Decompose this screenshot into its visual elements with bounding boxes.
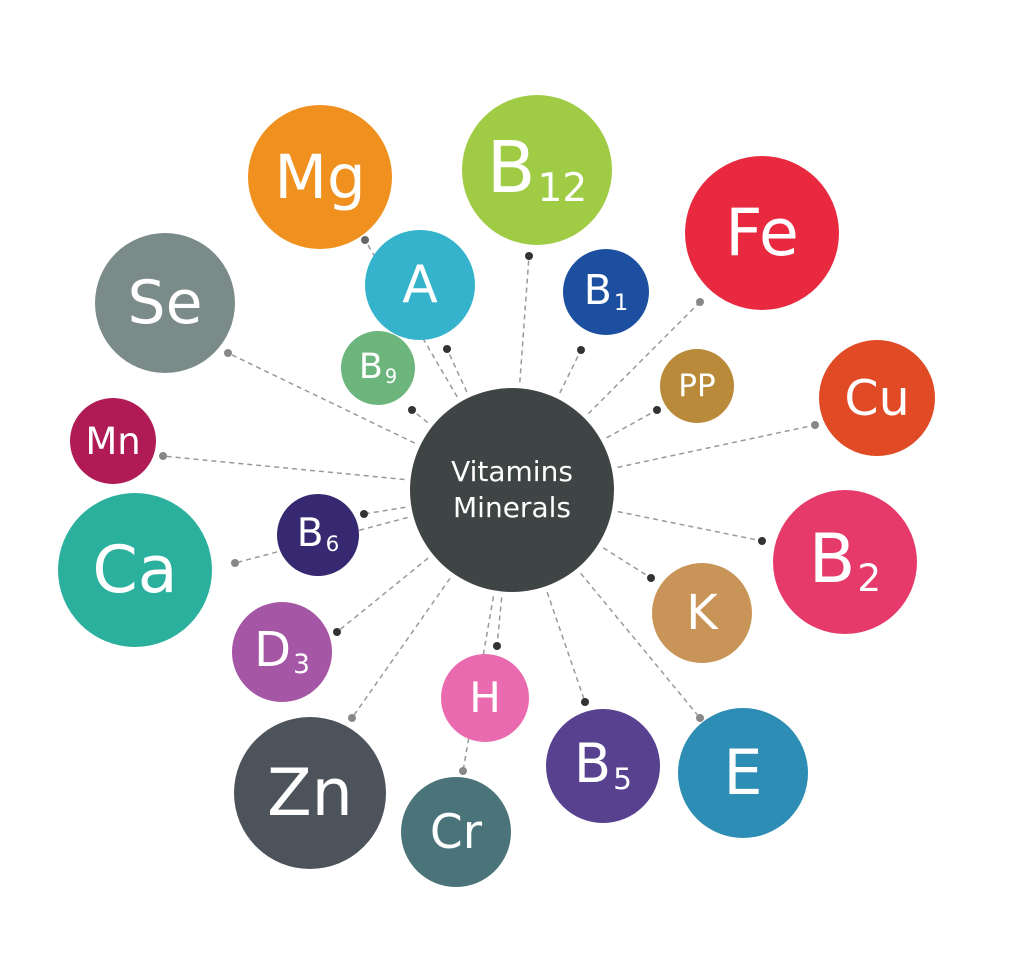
bubble-label: B12 <box>486 125 588 212</box>
connector-line-e <box>580 572 701 719</box>
connector-dot-mg <box>361 236 369 244</box>
connector-dot-cr <box>459 767 467 775</box>
connector-dot-h <box>493 642 501 650</box>
bubble-cr: Cr <box>401 777 511 887</box>
connector-dot-b5 <box>581 698 589 706</box>
bubble-a: A <box>365 230 475 340</box>
connector-dot-mn <box>159 452 167 460</box>
bubble-b12: B12 <box>462 95 612 245</box>
connector-dot-b12 <box>525 252 533 260</box>
bubble-label: B2 <box>808 520 882 601</box>
connector-dot-b2 <box>758 537 766 545</box>
connector-dot-k <box>647 574 655 582</box>
connector-dot-d3 <box>333 628 341 636</box>
connector-dot-b9 <box>408 406 416 414</box>
connector-line-b2 <box>617 510 763 542</box>
bubble-label: D3 <box>254 622 310 680</box>
bubble-subscript: 3 <box>293 648 310 680</box>
bubble-mn: Mn <box>70 398 156 484</box>
bubble-pp: PP <box>660 349 734 423</box>
bubble-label: H <box>469 673 501 722</box>
connector-line-cu <box>617 424 816 469</box>
bubble-mg: Mg <box>248 105 392 249</box>
connector-dot-a <box>443 345 451 353</box>
bubble-label: Cr <box>429 804 483 860</box>
connector-line-h <box>496 597 503 647</box>
connector-line-mn <box>162 455 405 481</box>
connector-dot-b1 <box>577 346 585 354</box>
bubble-label: Fe <box>725 195 799 271</box>
bubble-b5: B5 <box>546 709 660 823</box>
connector-line-b12 <box>519 255 530 383</box>
bubble-subscript: 2 <box>857 556 882 601</box>
connector-line-cr <box>462 596 495 772</box>
connector-line-b9 <box>411 409 429 424</box>
bubble-label: Zn <box>267 755 353 831</box>
center-bubble-vitamins-minerals: Vitamins Minerals <box>410 388 614 592</box>
bubble-label: PP <box>678 367 716 404</box>
bubble-h: H <box>441 654 529 742</box>
bubble-subscript: 6 <box>325 532 340 558</box>
bubble-e: E <box>678 708 808 838</box>
bubble-label: B1 <box>583 265 629 316</box>
connector-dot-b6 <box>360 510 368 518</box>
connector-line-se <box>227 352 416 444</box>
bubble-label: Se <box>127 268 203 338</box>
connector-dot-zn <box>348 714 356 722</box>
connector-dot-fe <box>696 298 704 306</box>
bubble-label: K <box>686 585 718 641</box>
bubble-label: Ca <box>92 532 178 608</box>
bubble-zn: Zn <box>234 717 386 869</box>
bubble-cu: Cu <box>819 340 935 456</box>
bubble-subscript: 9 <box>384 364 398 388</box>
bubble-label: B6 <box>296 511 340 558</box>
bubble-label: B5 <box>574 731 632 798</box>
bubble-se: Se <box>95 233 235 373</box>
bubble-ca: Ca <box>58 493 212 647</box>
connector-dot-se <box>224 349 232 357</box>
connector-line-b5 <box>546 591 586 703</box>
connector-line-k <box>602 547 652 579</box>
connector-dot-ca <box>231 559 239 567</box>
connector-dot-cu <box>811 421 819 429</box>
bubble-label: A <box>402 255 438 315</box>
connector-line-pp <box>606 409 658 439</box>
bubble-subscript: 1 <box>613 289 629 316</box>
center-label-vitamins: Vitamins <box>451 454 573 488</box>
bubble-d3: D3 <box>232 602 332 702</box>
bubble-k: K <box>652 563 752 663</box>
connector-line-a <box>446 348 468 393</box>
connector-line-b1 <box>559 349 582 394</box>
bubble-label: Mg <box>274 141 366 213</box>
bubble-b6: B6 <box>277 494 359 576</box>
connector-line-zn <box>351 577 451 719</box>
connector-line-b6 <box>363 506 406 515</box>
bubble-label: Cu <box>844 369 910 427</box>
connector-dot-e <box>696 714 704 722</box>
bubble-subscript: 12 <box>537 166 588 212</box>
connector-line-d3 <box>336 557 429 633</box>
bubble-label: E <box>723 736 763 809</box>
bubble-fe: Fe <box>685 156 839 310</box>
bubble-b2: B2 <box>773 490 917 634</box>
bubble-subscript: 5 <box>613 762 632 798</box>
bubble-b1: B1 <box>563 249 649 335</box>
center-label-minerals: Minerals <box>453 491 571 524</box>
bubble-label: Mn <box>85 419 141 463</box>
connector-dot-pp <box>653 406 661 414</box>
connector-line-ca <box>234 516 408 564</box>
